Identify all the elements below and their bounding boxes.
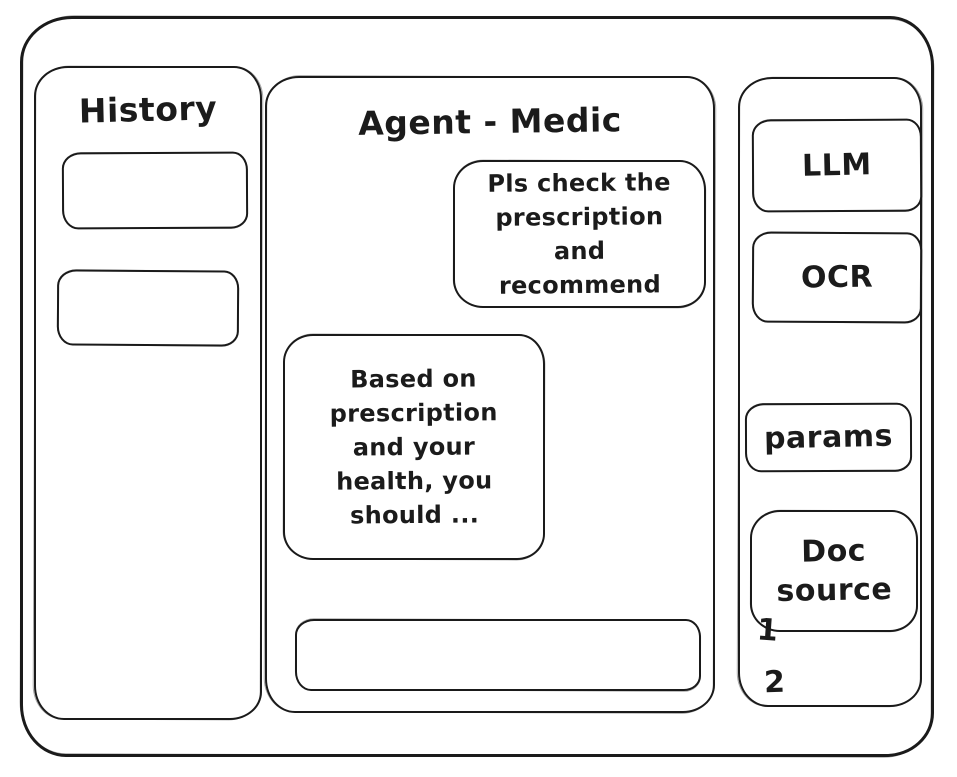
history-item[interactable]	[56, 269, 240, 347]
params-button[interactable]: params	[744, 402, 913, 473]
history-panel: History	[34, 66, 262, 720]
history-item[interactable]	[61, 151, 249, 230]
message-text-assistant: Based on prescription and your health, y…	[329, 364, 498, 530]
tools-panel: LLM OCR params Doc source 1 2	[738, 77, 923, 707]
ocr-button-label: OCR	[800, 259, 874, 296]
chat-panel: Agent - Medic Pls check the prescription…	[265, 76, 715, 713]
llm-button[interactable]: LLM	[751, 118, 923, 213]
doc-source-list-item[interactable]: 2	[763, 664, 786, 701]
message-bubble-user: Pls check the prescription and recommend	[453, 160, 706, 308]
message-text-user: Pls check the prescription and recommend	[487, 168, 671, 300]
doc-source-list-item[interactable]: 1	[755, 612, 780, 649]
chat-input-box[interactable]	[295, 619, 701, 691]
doc-source-button[interactable]: Doc source	[750, 510, 918, 632]
params-button-label: params	[763, 418, 894, 457]
chat-title: Agent - Medic	[357, 100, 623, 143]
message-bubble-assistant: Based on prescription and your health, y…	[283, 334, 545, 560]
history-title: History	[78, 88, 218, 131]
ocr-button[interactable]: OCR	[751, 231, 923, 324]
llm-button-label: LLM	[801, 147, 873, 184]
chat-input[interactable]	[307, 625, 689, 685]
doc-source-button-label: Doc source	[776, 533, 893, 610]
